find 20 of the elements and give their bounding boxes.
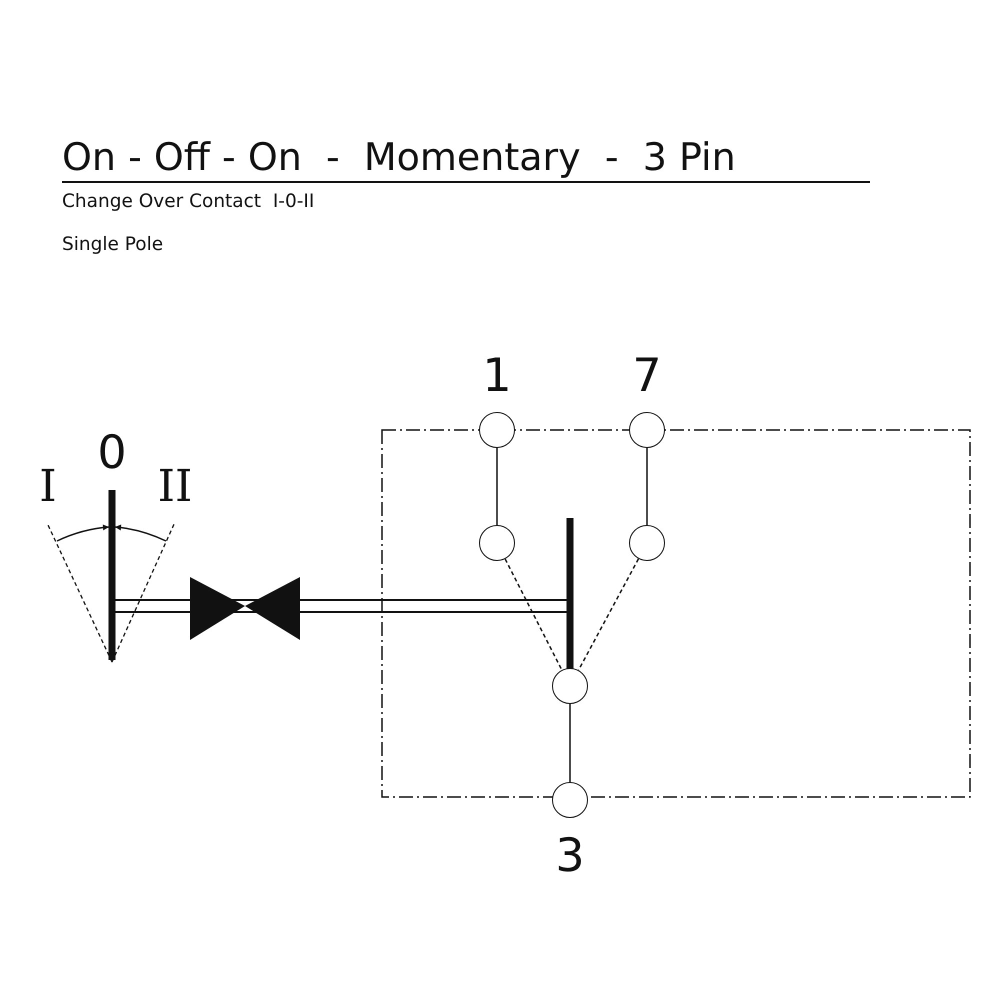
pin-number: 1	[482, 352, 512, 398]
terminal-pin	[629, 412, 665, 448]
pin-number: 3	[555, 832, 585, 878]
dashed-contact-line	[578, 558, 640, 670]
terminal-pin	[552, 782, 588, 818]
subtitle: Change Over Contact I-0-II	[62, 192, 314, 212]
note: Single Pole	[62, 236, 164, 254]
position-label: II	[158, 465, 192, 509]
position-label: 0	[97, 429, 127, 475]
contact-point	[629, 525, 665, 561]
title: On - Off - On - Momentary - 3 Pin	[62, 138, 870, 183]
wire	[646, 448, 648, 525]
contact-point	[479, 525, 515, 561]
wire	[569, 704, 571, 782]
position-label: I	[39, 465, 57, 509]
dashed-contact-line	[504, 558, 562, 670]
pin-number: 7	[632, 352, 662, 398]
wire	[496, 448, 498, 525]
terminal-pin	[479, 412, 515, 448]
contact-point	[552, 668, 588, 704]
